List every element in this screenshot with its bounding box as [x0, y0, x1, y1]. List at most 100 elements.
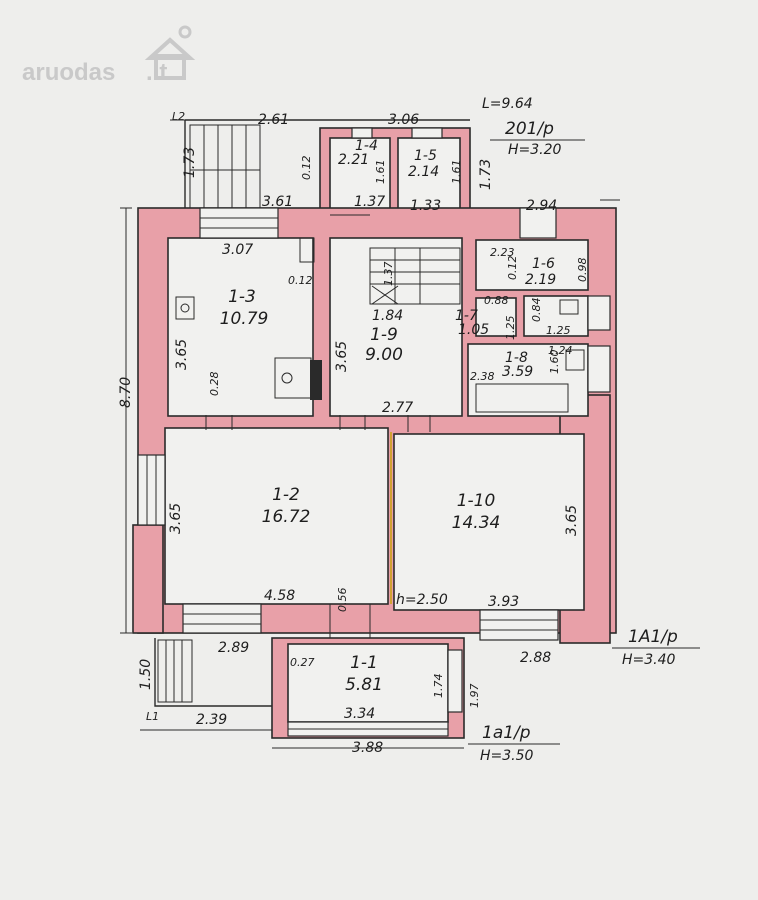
toilet-icon [559, 299, 579, 315]
room-id: 1-10 [457, 491, 496, 511]
dim-label: 3.65 [174, 339, 190, 370]
room-id: 1-8 [505, 350, 528, 366]
room-labels: 1-3 10.79 1-4 2.21 1-5 2.14 1-6 2.19 1-7… [220, 138, 557, 695]
washbasin-icon [565, 349, 585, 371]
dim-label: 2.88 [520, 650, 551, 666]
dim-label: 3.93 [488, 594, 519, 610]
room-id: 1-9 [370, 325, 398, 345]
room-1-7 [475, 297, 517, 337]
dim-label: 0.28 [208, 372, 221, 397]
dim-label: 1.60 [548, 350, 561, 375]
rooms [164, 237, 589, 611]
dimension-lines [120, 199, 620, 749]
room-area: 2.21 [338, 152, 369, 168]
dim-label: 2.77 [382, 400, 413, 416]
fixtures [175, 237, 585, 413]
watermark-text: aruodas [22, 59, 115, 86]
dim-label: 2.23 [490, 246, 515, 259]
room-id: 1-2 [272, 485, 300, 505]
dim-label: 0.12 [506, 256, 519, 281]
room-1-9 [329, 237, 463, 417]
room-id: 1-3 [228, 287, 256, 307]
dim-label: 0.12 [288, 274, 313, 287]
dim-label: 0.27 [290, 656, 315, 669]
dimension-labels: 2.61 3.06 1.73 1.73 0.12 1.61 1.61 3.61 … [118, 112, 589, 756]
floor2-label: 201/p [505, 119, 554, 139]
room-1-1 [287, 643, 449, 723]
marker-l1: L1 [146, 710, 159, 723]
house-icon [144, 25, 196, 80]
dim-label: 3.88 [352, 740, 383, 756]
dim-label: 1.73 [182, 147, 198, 178]
room-area: 16.72 [262, 507, 311, 527]
dim-label: 3.61 [262, 194, 293, 210]
header-annotations: L=9.64 201/p H=3.20 1A1/p H=3.40 1a1/p H… [146, 96, 700, 764]
room-area: 5.81 [345, 675, 383, 695]
room-id: 1-6 [532, 256, 555, 272]
upper-stairs [189, 124, 261, 211]
room-id: 1-7 [455, 308, 478, 324]
interior-stairs [369, 247, 461, 305]
dim-label: 0.88 [484, 294, 509, 307]
room-area: 9.00 [365, 345, 403, 365]
upper-annex [170, 119, 471, 211]
dim-label: 1.73 [478, 159, 494, 190]
lower-stairs [157, 639, 193, 703]
room-1-6 [475, 239, 589, 291]
dim-label: 3.06 [388, 112, 419, 128]
room-area: 14.34 [452, 513, 501, 533]
dim-label: 8.70 [118, 377, 134, 408]
room-id: 1-5 [414, 148, 437, 164]
room-1-2 [164, 427, 389, 605]
dim-label: 1.61 [450, 160, 463, 185]
dim-label: 1.61 [374, 160, 387, 185]
marker-l2: L2 [172, 110, 185, 123]
room-1-7b [523, 295, 589, 337]
room-id: 1-1 [350, 653, 378, 673]
dim-label: 1.37 [382, 262, 395, 287]
chimney-icon [310, 360, 322, 400]
dim-label: 1.37 [354, 194, 385, 210]
lower-porch [154, 637, 465, 739]
bathtub-icon [475, 383, 569, 413]
dim-label: 4.58 [264, 588, 295, 604]
dim-label: 2.94 [526, 198, 557, 214]
porch-label: 1a1/p [482, 723, 531, 743]
dim-label: 1.25 [504, 316, 517, 341]
dim-label: 1.74 [432, 674, 445, 699]
dim-label: 0.98 [576, 258, 589, 283]
room-1-3 [167, 237, 314, 417]
dim-label: 1.33 [410, 198, 441, 214]
dim-label: 2.39 [196, 712, 227, 728]
dim-label: 2.61 [258, 112, 289, 128]
dim-label: 1.84 [372, 308, 403, 324]
room-area: 3.59 [502, 364, 533, 380]
dim-label: 0.56 [336, 588, 349, 613]
floor2-height: H=3.20 [508, 142, 562, 158]
dim-label: h=2.50 [396, 592, 448, 608]
dim-label: 3.65 [564, 505, 580, 536]
dim-label: 1.24 [548, 344, 573, 357]
dim-label: 2.38 [470, 370, 495, 383]
room-area: 2.14 [408, 164, 439, 180]
dim-label: 1.97 [468, 684, 481, 709]
watermark: aruodas .lt [22, 25, 196, 86]
room-id: 1-4 [355, 138, 378, 154]
sink-icon [175, 296, 195, 320]
dim-label: 3.34 [344, 706, 375, 722]
dim-label: 1.50 [138, 659, 154, 690]
dim-label: 3.65 [168, 503, 184, 534]
porch-height: H=3.50 [480, 748, 534, 764]
total-length: L=9.64 [482, 96, 533, 112]
windows [137, 207, 611, 641]
dim-label: 3.65 [334, 341, 350, 372]
openings [205, 214, 431, 638]
floor1-height: H=3.40 [622, 652, 676, 668]
dim-label: 2.89 [218, 640, 249, 656]
dim-label: 1.25 [546, 324, 571, 337]
dim-label: 0.12 [300, 156, 313, 181]
room-area: 10.79 [220, 309, 269, 329]
dim-label: 0.84 [530, 298, 543, 323]
room-area: 2.19 [525, 272, 556, 288]
